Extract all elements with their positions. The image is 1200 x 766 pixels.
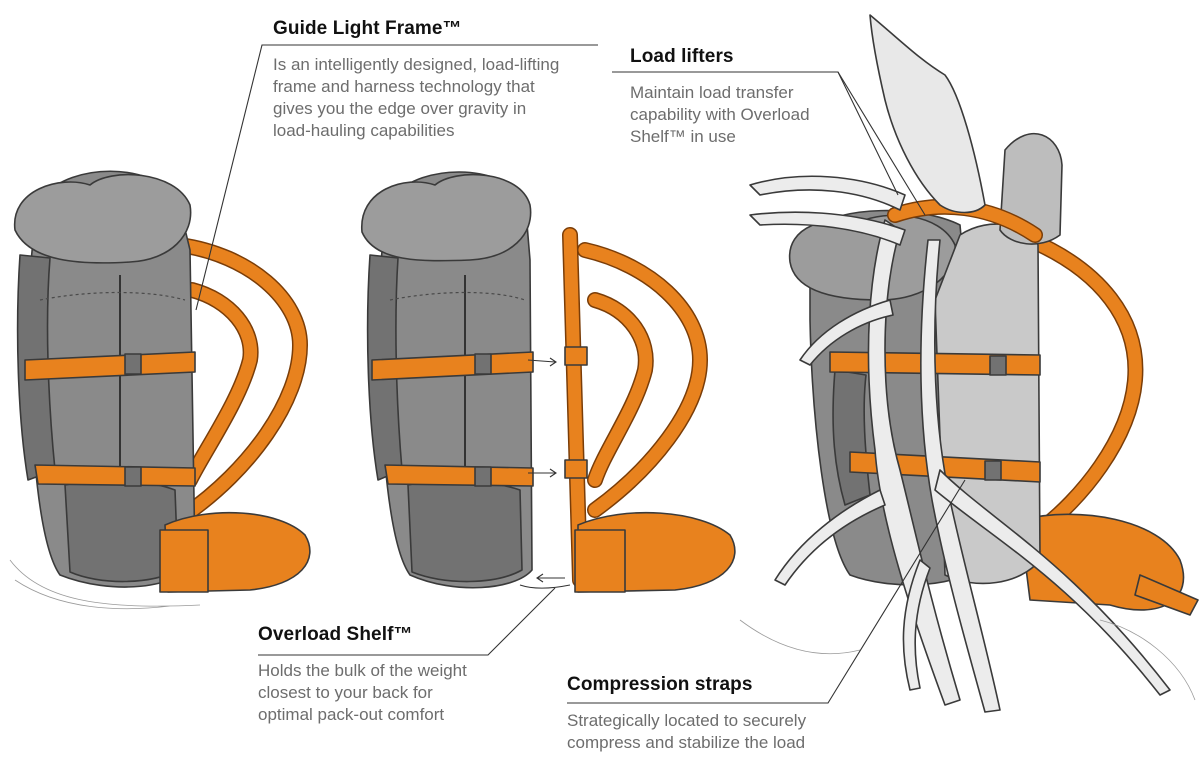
antler-brow-tine	[749, 175, 906, 211]
pack-3-hip-belt-tail	[1134, 574, 1199, 616]
pack-1-compression-strap-lower	[34, 464, 196, 487]
callout-description: Maintain load transfer capability with O…	[630, 83, 810, 146]
leader-line-load-lifters-2	[837, 71, 926, 216]
leader-line-guide-light-frame	[195, 44, 598, 311]
pack-2-buckle-lower	[474, 466, 492, 487]
pack-3-sketch-lines	[739, 619, 1196, 701]
pack-1-buckle-lower	[124, 466, 142, 487]
callout-overload-shelf: Overload Shelf™ Holds the bulk of the we…	[258, 624, 528, 726]
pack-3-shoulder-strap	[1023, 233, 1142, 537]
callout-load-lifters: Load lifters Maintain load transfer capa…	[630, 46, 870, 148]
callout-description: Strategically located to securely compre…	[567, 711, 807, 752]
pack-3-loaded	[739, 14, 1199, 713]
pack-2-inner-strap	[588, 293, 653, 487]
pack-2-frame-stay	[563, 228, 587, 587]
pack-2-buckle-upper	[474, 353, 492, 375]
attach-arrow-upper-head	[549, 357, 557, 367]
pack-3-buckle-upper	[989, 355, 1007, 376]
antler-tine-3	[799, 299, 894, 366]
pack-2-shoulder-strap	[578, 243, 707, 517]
pack-1-assembled	[9, 170, 311, 610]
pack-1-buckle-upper	[124, 353, 142, 375]
callout-title: Guide Light Frame™	[273, 18, 462, 39]
pack-2-hip-belt-panel	[574, 529, 626, 593]
pack-1-seam	[39, 291, 186, 301]
antler-main-beam-right	[920, 239, 1001, 713]
pack-1-sketch-lines	[9, 559, 201, 610]
callout-title: Overload Shelf™	[258, 624, 413, 645]
callout-compression-straps: Compression straps Strategically located…	[567, 674, 867, 754]
pack-1-inner-strap	[183, 283, 258, 487]
callout-description: Is an intelligently designed, load-lifti…	[273, 55, 560, 140]
antler-bez-tine	[749, 211, 906, 246]
pack-2-separated	[361, 171, 736, 593]
antler-tine-long	[934, 469, 1171, 696]
leader-line-overload-shelf	[258, 587, 556, 656]
attach-arrow-upper	[527, 359, 556, 363]
antler-tine-lower	[902, 559, 931, 691]
callout-title: Compression straps	[567, 674, 753, 695]
callout-guide-light-frame: Guide Light Frame™ Is an intelligently d…	[273, 18, 613, 142]
leader-line-compression-straps	[567, 479, 966, 704]
pack-2-top-lid	[361, 173, 532, 262]
pack-1-top-lid	[14, 173, 192, 264]
pack-2-frame-buckle-lower	[564, 459, 588, 479]
pack-1-shoulder-strap	[173, 238, 307, 522]
callout-title: Load lifters	[630, 46, 734, 67]
pack-2-frame-buckle-upper	[564, 346, 588, 366]
pack-1-hip-belt-panel	[159, 529, 209, 593]
pack-2-compression-strap-lower	[384, 464, 534, 487]
attach-arrow-lower-head	[549, 468, 557, 478]
attach-arrow-shelf-head	[536, 573, 544, 583]
pack-2-front-pocket	[407, 480, 523, 583]
antler-tine-left	[774, 489, 886, 586]
leader-lines	[195, 44, 966, 704]
pack-3-buckle-lower	[984, 460, 1002, 481]
overload-shelf-sling	[519, 584, 571, 589]
elk-skull	[869, 14, 986, 214]
callout-description: Holds the bulk of the weight closest to …	[258, 661, 467, 724]
